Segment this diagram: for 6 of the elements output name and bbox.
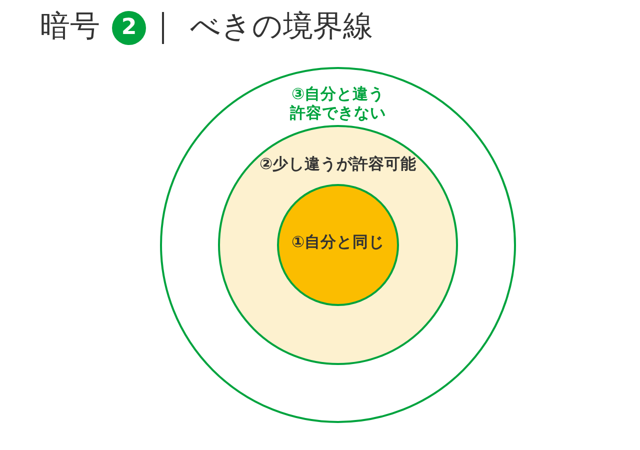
circle-label: ③自分と違う許容できない (288, 85, 387, 124)
subtitle: べきの境界線 (190, 8, 373, 46)
circle-label: ①自分と同じ (290, 233, 386, 252)
title: 暗号 (40, 8, 100, 46)
number-badge: 2 (112, 11, 146, 45)
circle-label: ②少し違うが許容可能 (258, 155, 418, 174)
